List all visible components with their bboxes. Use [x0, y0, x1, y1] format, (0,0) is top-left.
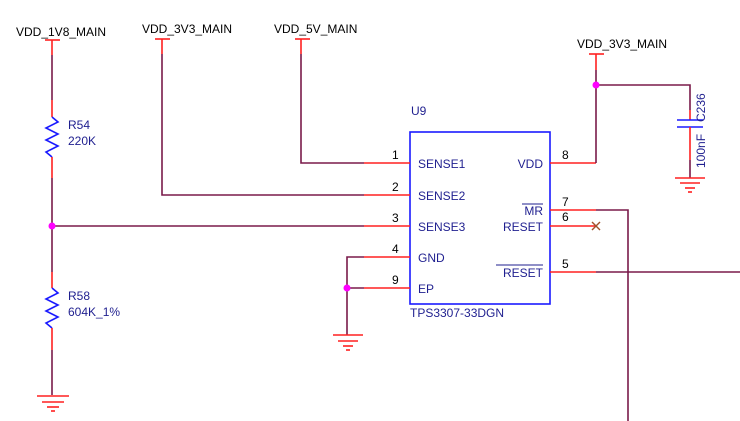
power-port-vdd-3v3-right-icon [589, 53, 604, 70]
c236-ref: C236 [694, 93, 708, 122]
wire-sense1 [300, 54, 364, 164]
ground-icon [37, 395, 69, 412]
power-label-vdd-3v3-left: VDD_3V3_MAIN [142, 22, 232, 36]
ground-icon [675, 177, 705, 193]
pin-4-number: 4 [392, 242, 399, 256]
power-label-vdd-3v3-right: VDD_3V3_MAIN [577, 37, 667, 51]
power-port-vdd-5v-icon [295, 38, 310, 54]
pin-7-number: 7 [562, 195, 569, 209]
pin-4-name: GND [418, 251, 445, 265]
c236-value: 100nF [694, 134, 708, 168]
junction-dot [48, 222, 56, 230]
power-label-vdd-5v: VDD_5V_MAIN [274, 22, 357, 36]
wire-sense2 [161, 54, 364, 196]
r58-ref: R58 [68, 289, 90, 303]
pin-6-name: RESET [503, 220, 544, 234]
wire-mr [596, 209, 629, 421]
u9-part-number: TPS3307-33DGN [410, 306, 504, 320]
power-label-vdd-1v8: VDD_1V8_MAIN [16, 25, 106, 39]
junction-dot [343, 284, 351, 292]
pin-1-number: 1 [392, 148, 399, 162]
r58-value: 604K_1% [68, 305, 120, 319]
pin-8-name: VDD [518, 157, 544, 171]
power-port-vdd-3v3-left-icon [155, 38, 170, 54]
no-connect-icon [591, 221, 601, 231]
pin-5-name: RESET [503, 266, 544, 280]
pin-5-number: 5 [562, 257, 569, 271]
pin-2-number: 2 [392, 180, 399, 194]
pin-3-name: SENSE3 [418, 220, 466, 234]
pin-2-name: SENSE2 [418, 189, 466, 203]
u9-body [409, 131, 551, 305]
resistor-r58-icon [44, 287, 60, 329]
r54-value: 220K [68, 134, 96, 148]
wire-c236-top [596, 84, 691, 110]
pin-9-number: 9 [392, 273, 399, 287]
pin-3-number: 3 [392, 211, 399, 225]
ground-icon [333, 334, 363, 351]
power-port-vdd-1v8-icon [45, 39, 60, 55]
pin-9-name: EP [418, 282, 434, 296]
pin-7-name: MR [524, 204, 543, 218]
pin-6-number: 6 [562, 210, 569, 224]
pin-8-number: 8 [562, 148, 569, 162]
resistor-r54-icon [44, 116, 60, 158]
u9-ref: U9 [411, 104, 427, 118]
pin-1-name: SENSE1 [418, 157, 466, 171]
wire-gnd-ep [346, 256, 364, 335]
r54-ref: R54 [68, 118, 90, 132]
junction-dot [592, 81, 600, 89]
